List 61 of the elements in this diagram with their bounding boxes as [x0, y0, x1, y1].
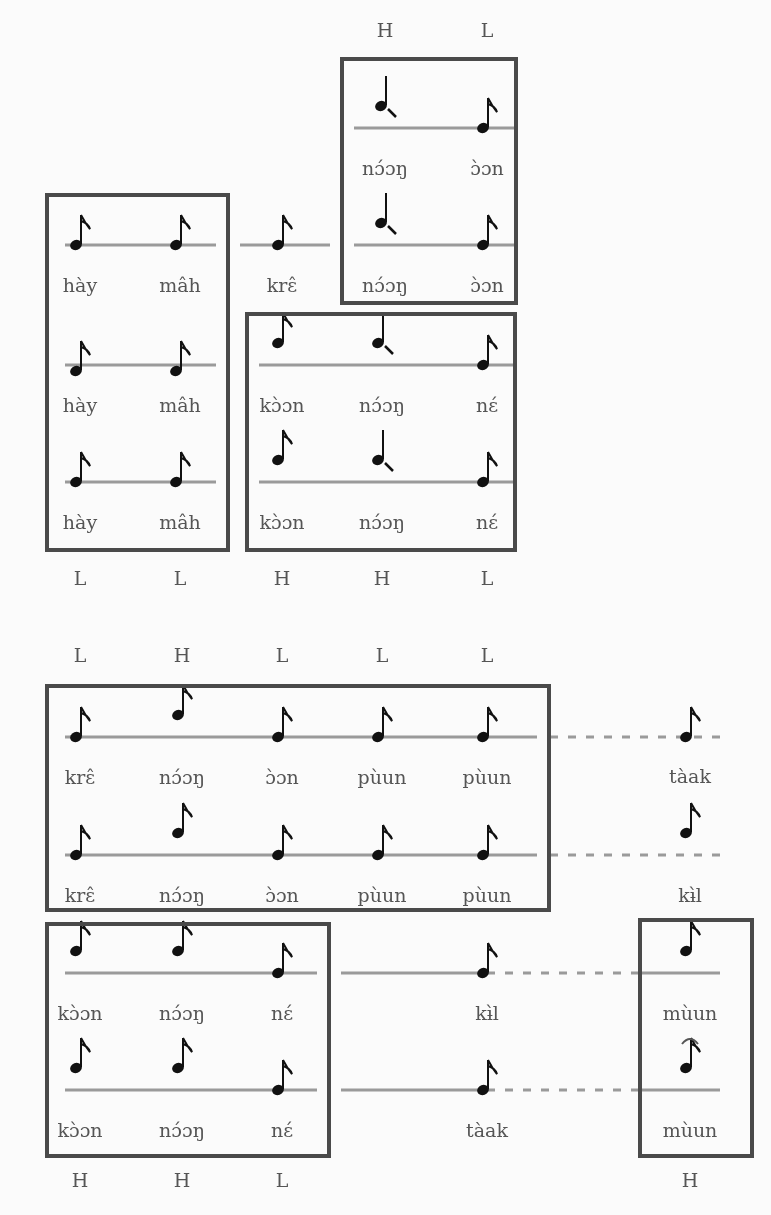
syllable-text: pùun: [357, 765, 407, 789]
tone-label: L: [275, 1168, 289, 1192]
tone-label: L: [173, 566, 187, 590]
syllable-text: mâh: [159, 393, 201, 417]
syllable-text: hày: [62, 510, 98, 534]
tone-label: L: [480, 643, 494, 667]
tone-label: L: [275, 643, 289, 667]
syllable-text: nɔ́ɔŋ: [362, 156, 408, 180]
syllable-text: nɔ́ɔŋ: [159, 765, 205, 789]
syllable-text: nɔ́ɔŋ: [159, 883, 205, 907]
syllable-text: mâh: [159, 273, 201, 297]
tone-label: L: [480, 566, 494, 590]
syllable-text: ɔ̀ɔn: [265, 765, 299, 789]
syllable-text: nɛ́: [270, 1118, 294, 1142]
tone-label: L: [73, 643, 87, 667]
syllable-text: pùun: [357, 883, 407, 907]
tone-label: L: [73, 566, 87, 590]
syllable-text: kɨ̀l: [678, 883, 702, 907]
tone-label: H: [681, 1168, 699, 1192]
tone-label: H: [173, 1168, 191, 1192]
syllable-text: hày: [62, 273, 98, 297]
syllable-text: pùun: [462, 765, 512, 789]
syllable-text: nɔ́ɔŋ: [359, 510, 405, 534]
syllable-text: mùun: [662, 1118, 718, 1142]
syllable-text: mâh: [159, 510, 201, 534]
syllable-text: nɛ́: [270, 1001, 294, 1025]
tone-label: H: [173, 643, 191, 667]
syllable-text: ɔ̀ɔn: [470, 273, 504, 297]
syllable-text: kɨ̀l: [475, 1001, 499, 1025]
syllable-text: tàak: [669, 764, 711, 788]
syllable-text: nɛ́: [475, 393, 499, 417]
syllable-text: pùun: [462, 883, 512, 907]
syllable-text: nɛ́: [475, 510, 499, 534]
tone-label: H: [376, 18, 394, 42]
syllable-text: nɔ́ɔŋ: [159, 1001, 205, 1025]
grouping-box: [638, 918, 754, 1158]
grouping-box: [45, 922, 331, 1158]
syllable-text: krɛ̂: [64, 883, 96, 907]
syllable-text: tàak: [466, 1118, 508, 1142]
grouping-box: [245, 312, 517, 552]
syllable-text: krɛ̂: [64, 765, 96, 789]
syllable-text: nɔ́ɔŋ: [359, 393, 405, 417]
syllable-text: kɔ̀ɔn: [259, 510, 305, 534]
tone-label: L: [480, 18, 494, 42]
tone-label: L: [375, 643, 389, 667]
syllable-text: nɔ́ɔŋ: [362, 273, 408, 297]
grouping-box: [45, 193, 230, 552]
syllable-text: kɔ̀ɔn: [259, 393, 305, 417]
syllable-text: kɔ̀ɔn: [57, 1001, 103, 1025]
syllable-text: nɔ́ɔŋ: [159, 1118, 205, 1142]
syllable-text: ɔ̀ɔn: [265, 883, 299, 907]
grouping-box: [340, 57, 518, 305]
tone-label: H: [71, 1168, 89, 1192]
tone-label: H: [373, 566, 391, 590]
tone-label: H: [273, 566, 291, 590]
syllable-text: mùun: [662, 1001, 718, 1025]
grouping-box: [45, 684, 551, 912]
syllable-text: hày: [62, 393, 98, 417]
syllable-text: krɛ̂: [266, 273, 298, 297]
syllable-text: ɔ̀ɔn: [470, 156, 504, 180]
syllable-text: kɔ̀ɔn: [57, 1118, 103, 1142]
